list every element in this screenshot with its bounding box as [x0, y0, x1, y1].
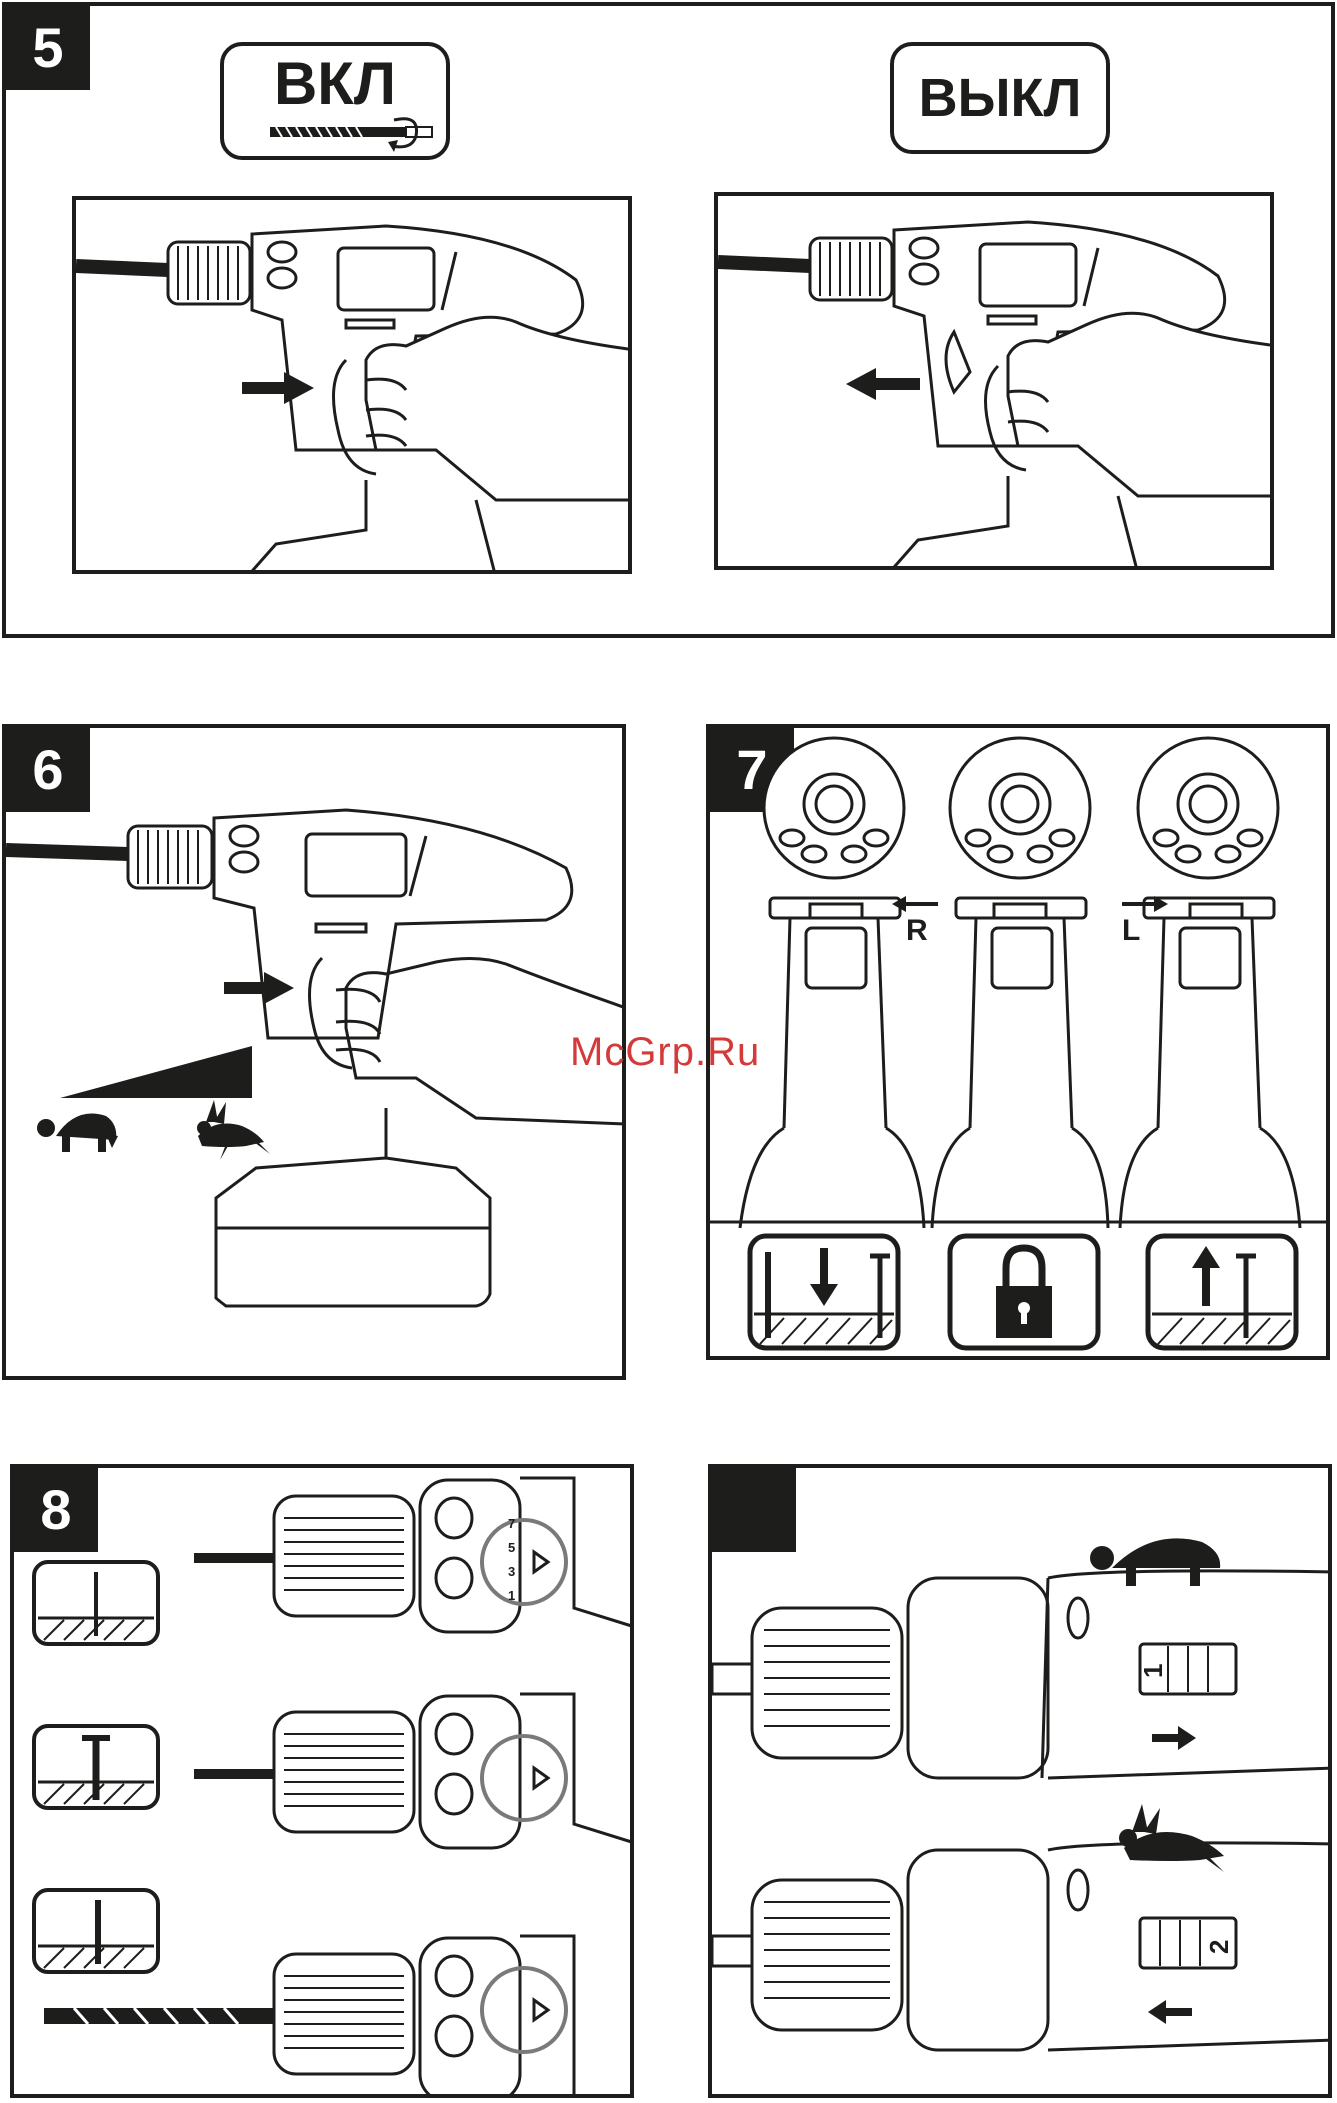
hare-icon	[1119, 1804, 1224, 1872]
panel-7-direction-switch: 7	[706, 724, 1330, 1360]
battery	[246, 480, 366, 574]
arrow-right-icon	[1152, 1726, 1196, 1750]
drill-body	[214, 810, 572, 1038]
torque-ring-illustration: 1 3 5 7	[14, 1468, 634, 2098]
large-screw-symbol-box	[34, 1726, 158, 1808]
drill-top-view-forward	[1120, 738, 1300, 1228]
arrow-left-icon	[1148, 2000, 1192, 2024]
tortoise-icon	[37, 1114, 118, 1153]
direction-label-right: R	[906, 914, 928, 948]
gear-low-label: 1	[1138, 1664, 1168, 1678]
chuck	[128, 826, 212, 888]
tortoise-icon	[1090, 1538, 1220, 1586]
gear-selector-illustration: 1 2	[712, 1468, 1332, 2098]
svg-text:5: 5	[508, 1540, 515, 1555]
watermark-text: McGrp.Ru	[570, 1030, 760, 1075]
drill-bit-icon	[270, 127, 432, 137]
svg-text:7: 7	[508, 1516, 515, 1531]
speed-control-illustration	[6, 728, 626, 1380]
padlock-symbol-box	[950, 1236, 1098, 1348]
svg-text:3: 3	[508, 1564, 515, 1579]
battery	[888, 476, 1008, 570]
drill-bit-symbol-box	[34, 1890, 158, 1972]
drill-trigger-pressed-frame	[72, 196, 632, 574]
direction-switch-illustration	[710, 728, 1330, 1360]
direction-label-left: L	[1122, 914, 1140, 948]
hand	[366, 317, 632, 500]
drill-low-gear	[712, 1571, 1332, 1778]
panel-5-switch-on-off: 5 ВКЛ ВЫКЛ	[2, 2, 1335, 638]
chuck-screwdriver-low-torque	[194, 1478, 634, 1632]
panel-6-variable-speed: 6	[2, 724, 626, 1380]
small-screw-symbol-box	[34, 1562, 158, 1644]
drill-bit	[718, 262, 810, 266]
off-label-badge: ВЫКЛ	[890, 42, 1110, 154]
drill-hand-illustration	[76, 200, 632, 574]
rotate-drill-bit-icon	[224, 46, 454, 164]
off-label: ВЫКЛ	[894, 46, 1106, 150]
gear-high-label: 2	[1204, 1940, 1234, 1954]
forward-symbol-box	[1148, 1236, 1296, 1348]
panel-9-gear-selector: 1 2	[708, 1464, 1332, 2098]
drill-top-view-reverse	[740, 738, 924, 1228]
drill-hand-illustration-released	[718, 196, 1274, 570]
drill-bit	[6, 850, 128, 854]
drill-bit	[76, 266, 168, 270]
drill-high-gear	[712, 1843, 1332, 2050]
speed-ramp-icon	[60, 1046, 252, 1098]
panel-8-torque-settings: 8	[10, 1464, 634, 2098]
hare-icon	[197, 1100, 270, 1160]
svg-text:1: 1	[508, 1588, 515, 1603]
panel-5-number: 5	[6, 6, 90, 90]
on-label-badge: ВКЛ	[220, 42, 450, 160]
drill-trigger-released-frame	[714, 192, 1274, 570]
release-arrow-left-icon	[846, 368, 920, 400]
hand	[1008, 313, 1274, 496]
drill-top-view-locked	[932, 738, 1108, 1228]
chuck-screwdriver-high-torque	[194, 1694, 634, 1848]
